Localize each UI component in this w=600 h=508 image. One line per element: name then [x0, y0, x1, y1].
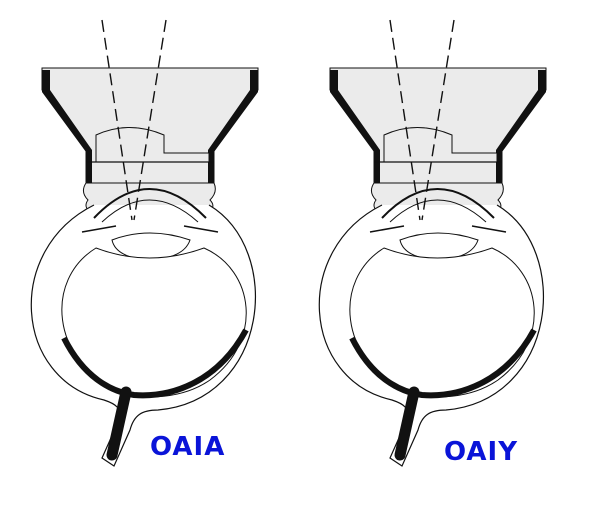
eye-diagram-left: [31, 20, 258, 466]
eye-diagram-right: [319, 20, 546, 466]
label-right: OAIY: [444, 437, 519, 467]
label-left: OAIA: [150, 432, 226, 462]
